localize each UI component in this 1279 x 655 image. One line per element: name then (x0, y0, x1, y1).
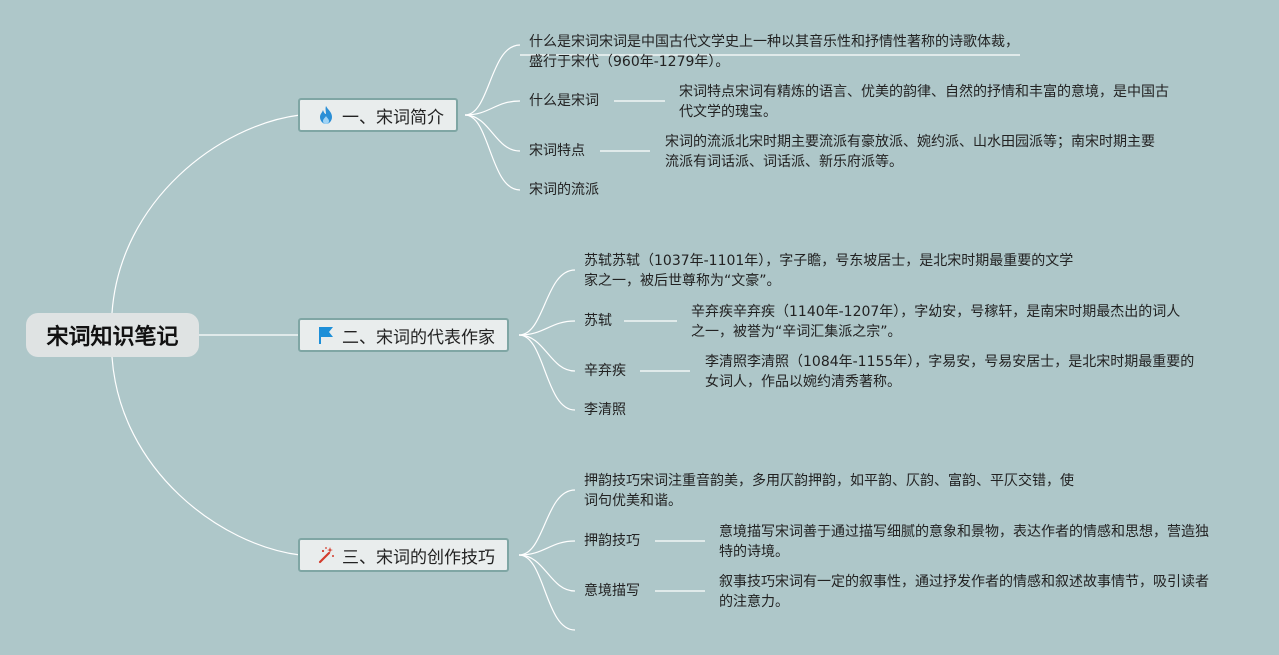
note-what-is-song-ci[interactable]: 什么是宋词宋词是中国古代文学史上一种以其音乐性和抒情性著称的诗歌体裁，盛行于宋代… (529, 34, 1019, 70)
note-rhyme-techniques[interactable]: 押韵技巧宋词注重音韵美，多用仄韵押韵，如平韵、仄韵、富韵、平仄交错，使词句优美和… (584, 473, 1074, 509)
b3-link-note (518, 489, 576, 556)
note-song-ci-features[interactable]: 宋词特点宋词有精炼的语言、优美的韵律、自然的抒情和丰富的意境，是中国古代文学的瑰… (679, 84, 1169, 120)
leaf-song-ci-features[interactable]: 宋词特点 (529, 143, 585, 159)
note-li-qingzhao[interactable]: 李清照李清照（1084年-1155年），字易安，号易安居士，是北宋时期最重要的女… (705, 354, 1195, 390)
note-su-shi[interactable]: 苏轼苏轼（1037年-1101年），字子瞻，号东坡居士，是北宋时期最重要的文学家… (584, 253, 1074, 289)
leaf-song-ci-schools[interactable]: 宋词的流派 (529, 182, 599, 198)
branch-label: 二、宋词的代表作家 (342, 327, 495, 348)
branch-label: 三、宋词的创作技巧 (342, 547, 495, 568)
b2-link-item2 (518, 334, 576, 372)
b1-link-note (464, 44, 521, 116)
fire-icon (316, 104, 336, 126)
b1-link-item1 (464, 100, 521, 116)
b3-link-item3 (518, 554, 576, 631)
branch-song-ci-intro[interactable]: 一、宋词简介 (298, 98, 458, 132)
b1-link-item2 (464, 114, 521, 152)
leaf-xin-qiji[interactable]: 辛弃疾 (584, 363, 626, 379)
b3-link-item1 (518, 540, 576, 556)
b3-link-item2 (518, 554, 576, 592)
note-narrative-techniques[interactable]: 叙事技巧宋词有一定的叙事性，通过抒发作者的情感和叙述故事情节，吸引读者的注意力。 (719, 574, 1209, 610)
root-topic[interactable]: 宋词知识笔记 (26, 313, 199, 357)
b2-link-item3 (518, 334, 576, 411)
branch-label: 一、宋词简介 (342, 107, 444, 128)
b2-link-note (518, 269, 576, 336)
note-imagery-description[interactable]: 意境描写宋词善于通过描写细腻的意象和景物，表达作者的情感和思想，营造独特的诗境。 (719, 524, 1209, 560)
root-link-3 (111, 356, 301, 556)
leaf-what-is-song-ci[interactable]: 什么是宋词 (529, 93, 599, 109)
leaf-rhyme-techniques[interactable]: 押韵技巧 (584, 533, 640, 549)
b2-link-item1 (518, 320, 576, 336)
leaf-su-shi[interactable]: 苏轼 (584, 313, 612, 329)
note-song-ci-schools[interactable]: 宋词的流派北宋时期主要流派有豪放派、婉约派、山水田园派等；南宋时期主要流派有词话… (665, 134, 1155, 170)
branch-creation-techniques[interactable]: 三、宋词的创作技巧 (298, 538, 509, 572)
magic-wand-icon (316, 544, 336, 566)
flag-icon (316, 324, 336, 346)
b1-link-item3 (464, 114, 521, 191)
leaf-imagery-description[interactable]: 意境描写 (584, 583, 640, 599)
root-link-1 (111, 114, 301, 314)
branch-representative-poets[interactable]: 二、宋词的代表作家 (298, 318, 509, 352)
note-xin-qiji[interactable]: 辛弃疾辛弃疾（1140年-1207年），字幼安，号稼轩，是南宋时期最杰出的词人之… (691, 304, 1181, 340)
leaf-li-qingzhao[interactable]: 李清照 (584, 402, 626, 418)
